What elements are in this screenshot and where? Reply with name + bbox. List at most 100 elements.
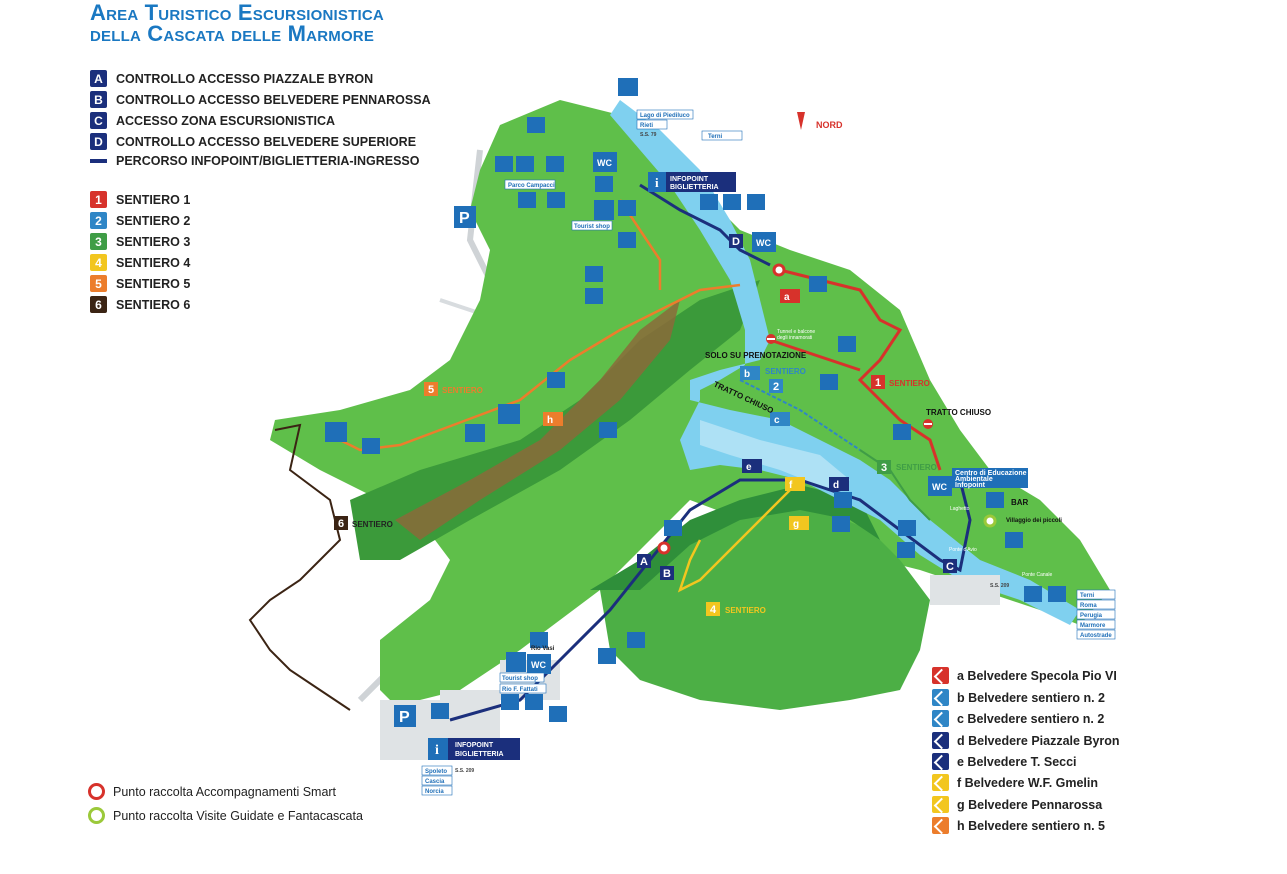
restaurant-icon — [599, 422, 617, 438]
wc-label: WC — [531, 660, 546, 670]
access-marker-c-label: C — [946, 561, 954, 573]
access-marker-c[interactable] — [943, 559, 957, 573]
wc-icon[interactable] — [928, 476, 952, 496]
title-line-2: della Cascata delle Marmore — [90, 21, 375, 46]
smart-point-marker[interactable] — [657, 541, 671, 555]
trail-legend-4: 4 SENTIERO 4 — [90, 254, 190, 271]
title-line-1: Area Turistico Escursionistica — [90, 0, 384, 25]
waterfall-spray — [700, 420, 850, 490]
trail-label: SENTIERO 5 — [116, 276, 191, 291]
sign-perugia: Perugia — [1080, 613, 1103, 619]
hotel-icon — [501, 694, 519, 710]
parking-icon[interactable] — [394, 705, 416, 727]
north-arrow-icon — [797, 112, 805, 130]
trail-label: SENTIERO 3 — [116, 234, 191, 249]
access-badge: D — [90, 133, 107, 150]
belvedere-g-marker[interactable] — [789, 516, 809, 530]
belvedere-label: h Belvedere sentiero n. 5 — [957, 818, 1105, 833]
trail-marker-3[interactable] — [877, 460, 891, 474]
sign-terni: Terni — [1080, 593, 1095, 599]
belvedere-b-marker[interactable] — [740, 366, 760, 380]
wc-icon[interactable] — [752, 232, 776, 252]
centro-box[interactable] — [952, 468, 1028, 488]
trail-marker-5-label: 5 — [428, 384, 434, 396]
point-label: Punto raccolta Accompagnamenti Smart — [113, 784, 337, 799]
access-badge: A — [90, 70, 107, 87]
belvedere-legend-h: h Belvedere sentiero n. 5 — [932, 817, 1105, 834]
access-marker-b[interactable] — [660, 566, 674, 580]
parking-label: P — [459, 210, 470, 227]
infopoint-bottom[interactable] — [428, 738, 520, 760]
parking-icon[interactable] — [454, 206, 476, 228]
access-legend-path: PERCORSO INFOPOINT/BIGLIETTERIA-INGRESSO — [90, 154, 420, 168]
trail-legend-1: 1 SENTIERO 1 — [90, 191, 190, 208]
trail-marker-2[interactable] — [769, 379, 783, 393]
sign-ss209: S.S. 209 — [990, 583, 1009, 589]
access-label: CONTROLLO ACCESSO BELVEDERE SUPERIORE — [116, 134, 417, 149]
cafe-icon — [700, 194, 718, 210]
cafe-icon — [618, 200, 636, 216]
wc-icon[interactable] — [593, 152, 617, 172]
belvedere-g-label: g — [793, 519, 799, 530]
camping-icon — [585, 266, 603, 282]
trail-marker-4[interactable] — [706, 602, 720, 616]
sign-rieti: Rieti — [640, 123, 653, 129]
trail-marker-1[interactable] — [871, 375, 885, 389]
access-badge: B — [90, 91, 107, 108]
playground-icon — [495, 156, 513, 172]
sign-cascia: Cascia — [425, 779, 445, 785]
sign-marmore: Marmore — [1080, 623, 1106, 629]
belvedere-c-marker[interactable] — [770, 412, 790, 426]
sign-tourist-shop: Tourist shop — [574, 224, 610, 230]
smart-point-icon — [88, 783, 105, 800]
infopoint-bottom-label-1: INFOPOINT — [455, 742, 494, 749]
trail-3-word: SENTIERO — [896, 463, 937, 472]
restaurant-icon — [518, 192, 536, 208]
belvedere-a-marker[interactable] — [780, 289, 800, 303]
infopoint-top-label-1: INFOPOINT — [670, 176, 709, 183]
access-legend-b: B CONTROLLO ACCESSO BELVEDERE PENNAROSSA — [90, 91, 431, 108]
accessible-icon — [834, 492, 852, 508]
trail-marker-3-label: 3 — [881, 462, 887, 474]
belvedere-label: a Belvedere Specola Pio VI — [957, 668, 1117, 683]
villaggio-label: Villaggio dei piccoli — [1006, 518, 1062, 524]
belvedere-d-marker[interactable] — [829, 477, 849, 491]
ponte-canale-label: Ponte Canale — [1022, 572, 1053, 578]
restaurant-icon — [525, 694, 543, 710]
wc-icon[interactable] — [527, 654, 551, 674]
centro-label-1: Centro di Educazione — [955, 470, 1027, 477]
accessible-icon — [547, 372, 565, 388]
belvedere-f-marker[interactable] — [785, 477, 805, 491]
trail-badge: 6 — [90, 296, 107, 313]
picnic-icon — [893, 424, 911, 440]
access-marker-d[interactable] — [729, 234, 743, 248]
belvedere-d-label: d — [833, 480, 839, 491]
belvedere-e-marker[interactable] — [742, 459, 762, 473]
cafe-icon — [598, 648, 616, 664]
viewpoint-icon — [932, 753, 949, 770]
trail-marker-5[interactable] — [424, 382, 438, 396]
info-icon-glyph: i — [435, 743, 439, 758]
centro-label-3: Infopoint — [955, 482, 986, 489]
trail-1-branch — [769, 338, 861, 372]
belvedere-label: d Belvedere Piazzale Byron — [957, 733, 1120, 748]
info-icon-glyph: i — [655, 175, 659, 190]
trail-legend-3: 3 SENTIERO 3 — [90, 233, 190, 250]
laghetto-label: Laghetto — [950, 506, 970, 512]
access-marker-a[interactable] — [637, 554, 651, 568]
smart-point-marker[interactable] — [772, 263, 786, 277]
no-entry-bar — [767, 338, 775, 340]
viewpoint-icon — [932, 710, 949, 727]
restaurant-icon — [1048, 586, 1066, 602]
sign-tourist-shop: Tourist shop — [502, 676, 538, 682]
belvedere-legend-b: b Belvedere sentiero n. 2 — [932, 689, 1105, 706]
belvedere-label: f Belvedere W.F. Gmelin — [957, 775, 1099, 790]
cafe-icon — [547, 192, 565, 208]
infopoint-top[interactable] — [648, 172, 736, 192]
trail-3 — [859, 449, 931, 521]
guided-point-marker[interactable] — [983, 514, 997, 528]
photo-icon — [325, 422, 347, 442]
trail-marker-6[interactable] — [334, 516, 348, 530]
sign-ss209: S.S. 209 — [455, 768, 474, 774]
belvedere-h-marker[interactable] — [543, 412, 563, 426]
